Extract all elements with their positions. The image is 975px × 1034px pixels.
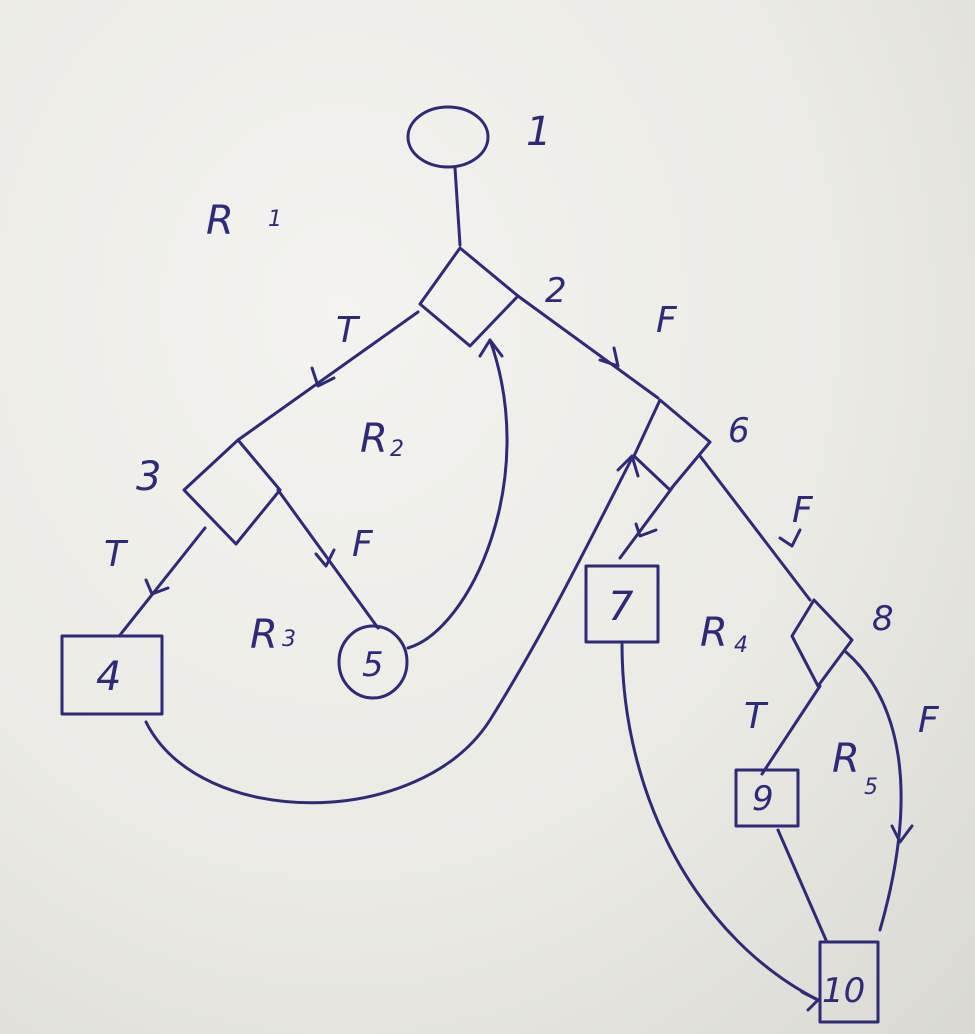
node-6-label: 6	[728, 411, 750, 451]
edge-4-6	[144, 456, 634, 805]
node-9-box	[734, 768, 800, 828]
arrow-8-10	[890, 824, 914, 844]
edge-labels: T F T F F T F	[104, 300, 940, 741]
edge-2-6	[516, 294, 660, 400]
region-r1: R 1	[206, 198, 282, 244]
edge-2-3	[236, 310, 420, 442]
region-r5: R 5	[832, 736, 878, 800]
node-9-label: 9	[752, 779, 774, 819]
node-10-box	[818, 940, 880, 1024]
edge-1-2	[453, 166, 462, 247]
region-r5-index: 5	[864, 775, 878, 800]
edge-label-3-5: F	[352, 524, 374, 565]
node-7-box	[584, 564, 660, 644]
arrow-2-6	[598, 346, 620, 368]
edge-9-10	[776, 828, 828, 942]
edge-6-7	[618, 486, 674, 560]
node-4-label: 4	[96, 654, 121, 700]
node-6-diamond	[632, 398, 712, 492]
edge-label-8-9: T	[744, 696, 769, 737]
node-5-circle	[337, 624, 409, 700]
node-2-diamond	[418, 246, 520, 348]
node-3-diamond	[182, 438, 282, 546]
edge-label-2-6: F	[656, 300, 678, 341]
region-r4-letter: R	[700, 610, 728, 656]
node-8-label: 8	[872, 599, 894, 639]
region-r4-index: 4	[734, 633, 748, 658]
edge-label-8-10: F	[918, 700, 940, 741]
region-r5-letter: R	[832, 736, 860, 782]
node-10-label: 10	[822, 971, 865, 1011]
region-r2-index: 2	[390, 437, 404, 462]
arrow-4-6	[616, 454, 640, 478]
edge-6-8	[698, 454, 812, 602]
edge-5-2	[406, 338, 509, 650]
node-7-label: 7	[608, 584, 634, 630]
node-3-label: 3	[136, 454, 161, 500]
edge-8-9	[760, 684, 822, 776]
region-r1-letter: R	[206, 198, 234, 244]
edge-7-10	[620, 642, 820, 1002]
edge-8-10	[844, 650, 903, 932]
region-labels: R 1 R 2 R 3 R 4 R 5	[206, 198, 878, 800]
arrow-6-8	[778, 528, 802, 548]
edge-label-2-3: T	[336, 310, 361, 351]
region-r2-letter: R	[360, 416, 388, 462]
region-r4: R 4	[700, 610, 748, 658]
edges	[118, 166, 914, 1012]
arrow-5-2	[478, 338, 504, 358]
arrow-2-3	[310, 366, 336, 388]
nodes: 1 2 3 4 5 6 7 8 9 10	[60, 105, 894, 1024]
edge-3-4	[118, 526, 207, 637]
node-2-label: 2	[545, 271, 567, 311]
node-4-box	[60, 634, 164, 716]
region-r3-index: 3	[282, 627, 296, 652]
region-r2: R 2	[360, 416, 404, 462]
region-r1-index: 1	[268, 207, 282, 232]
region-r3: R 3	[250, 612, 296, 658]
node-1-oval	[406, 105, 490, 169]
arrow-3-4	[144, 578, 170, 596]
region-r3-letter: R	[250, 612, 278, 658]
arrow-7-10	[800, 990, 820, 1012]
node-5-label: 5	[362, 645, 384, 685]
node-8-diamond	[790, 598, 854, 688]
edge-label-3-4: T	[104, 534, 129, 575]
edge-label-6-8: F	[792, 490, 814, 531]
arrow-3-5	[314, 548, 336, 568]
node-1-label: 1	[526, 109, 551, 155]
arrow-6-7	[634, 522, 658, 538]
